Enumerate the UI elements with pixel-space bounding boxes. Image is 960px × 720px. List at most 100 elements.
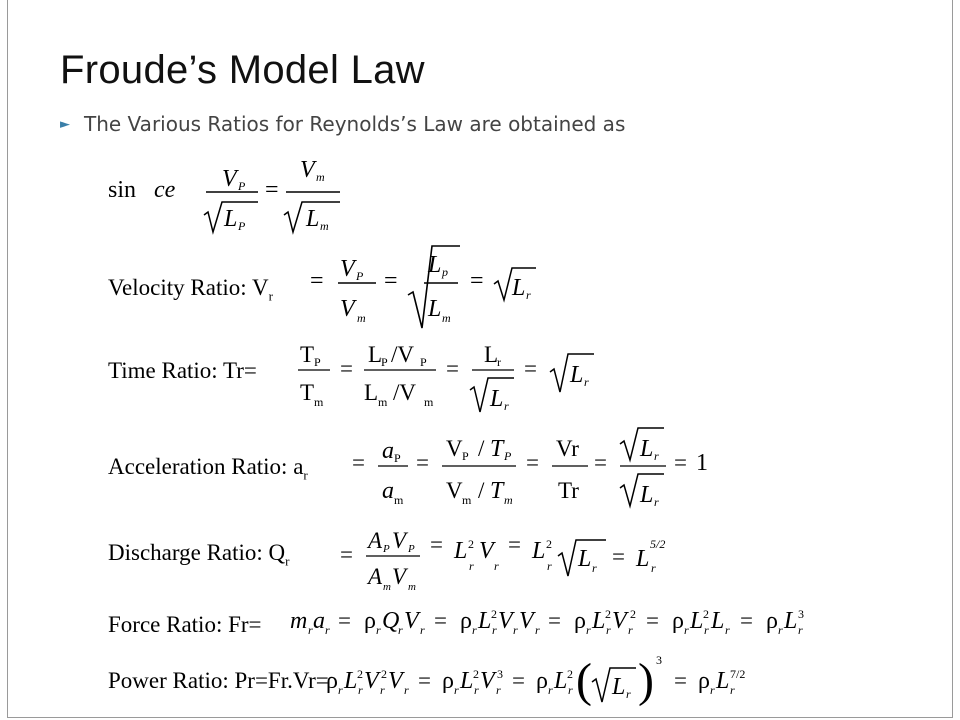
svg-text:2: 2 — [703, 607, 709, 621]
svg-text:L: L — [715, 668, 729, 694]
svg-text:P: P — [394, 451, 401, 465]
svg-text:r: r — [358, 683, 363, 697]
svg-text:L: L — [484, 342, 498, 367]
svg-text:r: r — [420, 623, 425, 637]
bullet-text: The Various Ratios for Reynolds’s Law ar… — [84, 112, 626, 136]
svg-text:V: V — [392, 528, 409, 553]
svg-text:r: r — [496, 683, 501, 697]
svg-text:m: m — [442, 311, 451, 325]
svg-text:=: = — [594, 450, 607, 475]
svg-text:=: = — [512, 668, 525, 693]
svg-text:L: L — [577, 546, 591, 572]
svg-text:2: 2 — [630, 607, 636, 621]
svg-text:=: = — [338, 608, 351, 633]
svg-text:m: m — [383, 581, 391, 593]
svg-text:r: r — [626, 687, 631, 701]
svg-text:=: = — [434, 608, 447, 633]
svg-text:r: r — [474, 683, 479, 697]
svg-text:r: r — [704, 623, 709, 637]
svg-text:r: r — [454, 683, 459, 697]
triangle-bullet-icon: ► — [60, 117, 70, 132]
equation-since: sin ce V P L P = V m L m — [108, 157, 340, 235]
svg-text:a: a — [313, 608, 325, 634]
svg-text:=: = — [526, 450, 539, 475]
svg-text:r: r — [376, 623, 381, 637]
svg-text:r: r — [535, 623, 540, 637]
svg-text:r: r — [380, 683, 385, 697]
svg-text:r: r — [325, 623, 330, 637]
svg-text:T: T — [300, 342, 314, 367]
svg-text:L: L — [689, 608, 703, 634]
svg-text:L: L — [635, 546, 649, 572]
svg-text:m: m — [462, 493, 472, 507]
svg-text:L: L — [639, 482, 653, 508]
svg-text:m: m — [316, 170, 325, 184]
svg-text:r: r — [338, 683, 343, 697]
discharge-ratio-label: Discharge Ratio: Qr — [108, 540, 290, 569]
svg-text:r: r — [606, 623, 611, 637]
svg-text:r: r — [398, 623, 403, 637]
svg-text:2: 2 — [468, 537, 474, 551]
svg-text:r: r — [586, 623, 591, 637]
svg-text:P: P — [420, 355, 427, 369]
svg-text:r: r — [494, 559, 499, 573]
svg-text:ρ: ρ — [460, 608, 472, 634]
svg-text:2: 2 — [381, 667, 387, 681]
acceleration-ratio-label: Acceleration Ratio: ar — [108, 454, 308, 483]
svg-text:r: r — [778, 623, 783, 637]
svg-text:V: V — [300, 157, 317, 183]
svg-text:): ) — [638, 654, 654, 707]
svg-text:m: m — [314, 395, 324, 409]
svg-text:V: V — [612, 608, 629, 634]
equation-velocity-ratio: = V P V m = L p L m = L r — [310, 245, 536, 329]
power-ratio-label: Power Ratio: Pr=Fr.Vr= — [108, 668, 329, 693]
svg-text:=: = — [470, 268, 484, 294]
svg-text:r: r — [504, 399, 509, 413]
svg-text:r: r — [725, 623, 730, 637]
svg-text:r: r — [654, 449, 659, 463]
svg-text:=: = — [612, 544, 625, 569]
bullet-item: ► The Various Ratios for Reynolds’s Law a… — [60, 112, 625, 136]
svg-text:=: = — [548, 608, 561, 633]
svg-text:ρ: ρ — [364, 608, 376, 634]
svg-text:L: L — [639, 436, 653, 462]
svg-text:V: V — [519, 608, 536, 634]
svg-text:P: P — [237, 219, 246, 233]
svg-text:2: 2 — [567, 667, 573, 681]
eq-acceleration-result: 1 — [696, 450, 708, 476]
svg-text:m: m — [378, 395, 388, 409]
svg-text:L: L — [710, 608, 724, 634]
svg-text:r: r — [798, 623, 803, 637]
svg-text:r: r — [684, 623, 689, 637]
svg-text:Q: Q — [382, 608, 399, 634]
svg-text:r: r — [497, 355, 501, 369]
svg-text:=: = — [340, 356, 353, 381]
svg-text:a: a — [382, 438, 394, 464]
svg-text:L: L — [611, 674, 625, 700]
svg-text:2: 2 — [357, 667, 363, 681]
equation-time-ratio: T P T m = L P /V P L m /V m = L r L r = … — [298, 342, 594, 413]
svg-text:L: L — [783, 608, 797, 634]
slide-title: Froude’s Model Law — [60, 48, 425, 92]
svg-text:ρ: ρ — [766, 608, 778, 634]
force-ratio-label: Force Ratio: Fr= — [108, 612, 262, 637]
eq-since-word: ce — [154, 177, 176, 203]
eq-force-exp: 3 — [798, 607, 804, 621]
svg-text:r: r — [651, 561, 656, 575]
svg-text:L: L — [427, 296, 441, 322]
svg-text:ρ: ρ — [672, 608, 684, 634]
svg-text:m: m — [290, 608, 307, 634]
svg-text:L: L — [368, 342, 382, 367]
eq-since-prefix: sin — [108, 177, 136, 203]
svg-text:r: r — [547, 559, 552, 573]
eq-discharge-exp: 5/2 — [650, 537, 665, 551]
svg-text:P: P — [381, 355, 388, 369]
svg-text:ρ: ρ — [326, 668, 338, 694]
svg-text:m: m — [320, 219, 329, 233]
svg-text:/: / — [478, 478, 485, 503]
svg-text:r: r — [513, 623, 518, 637]
svg-text:ρ: ρ — [698, 668, 710, 694]
svg-text:r: r — [654, 495, 659, 509]
svg-text:/V: /V — [391, 342, 414, 367]
svg-text:r: r — [308, 623, 313, 637]
